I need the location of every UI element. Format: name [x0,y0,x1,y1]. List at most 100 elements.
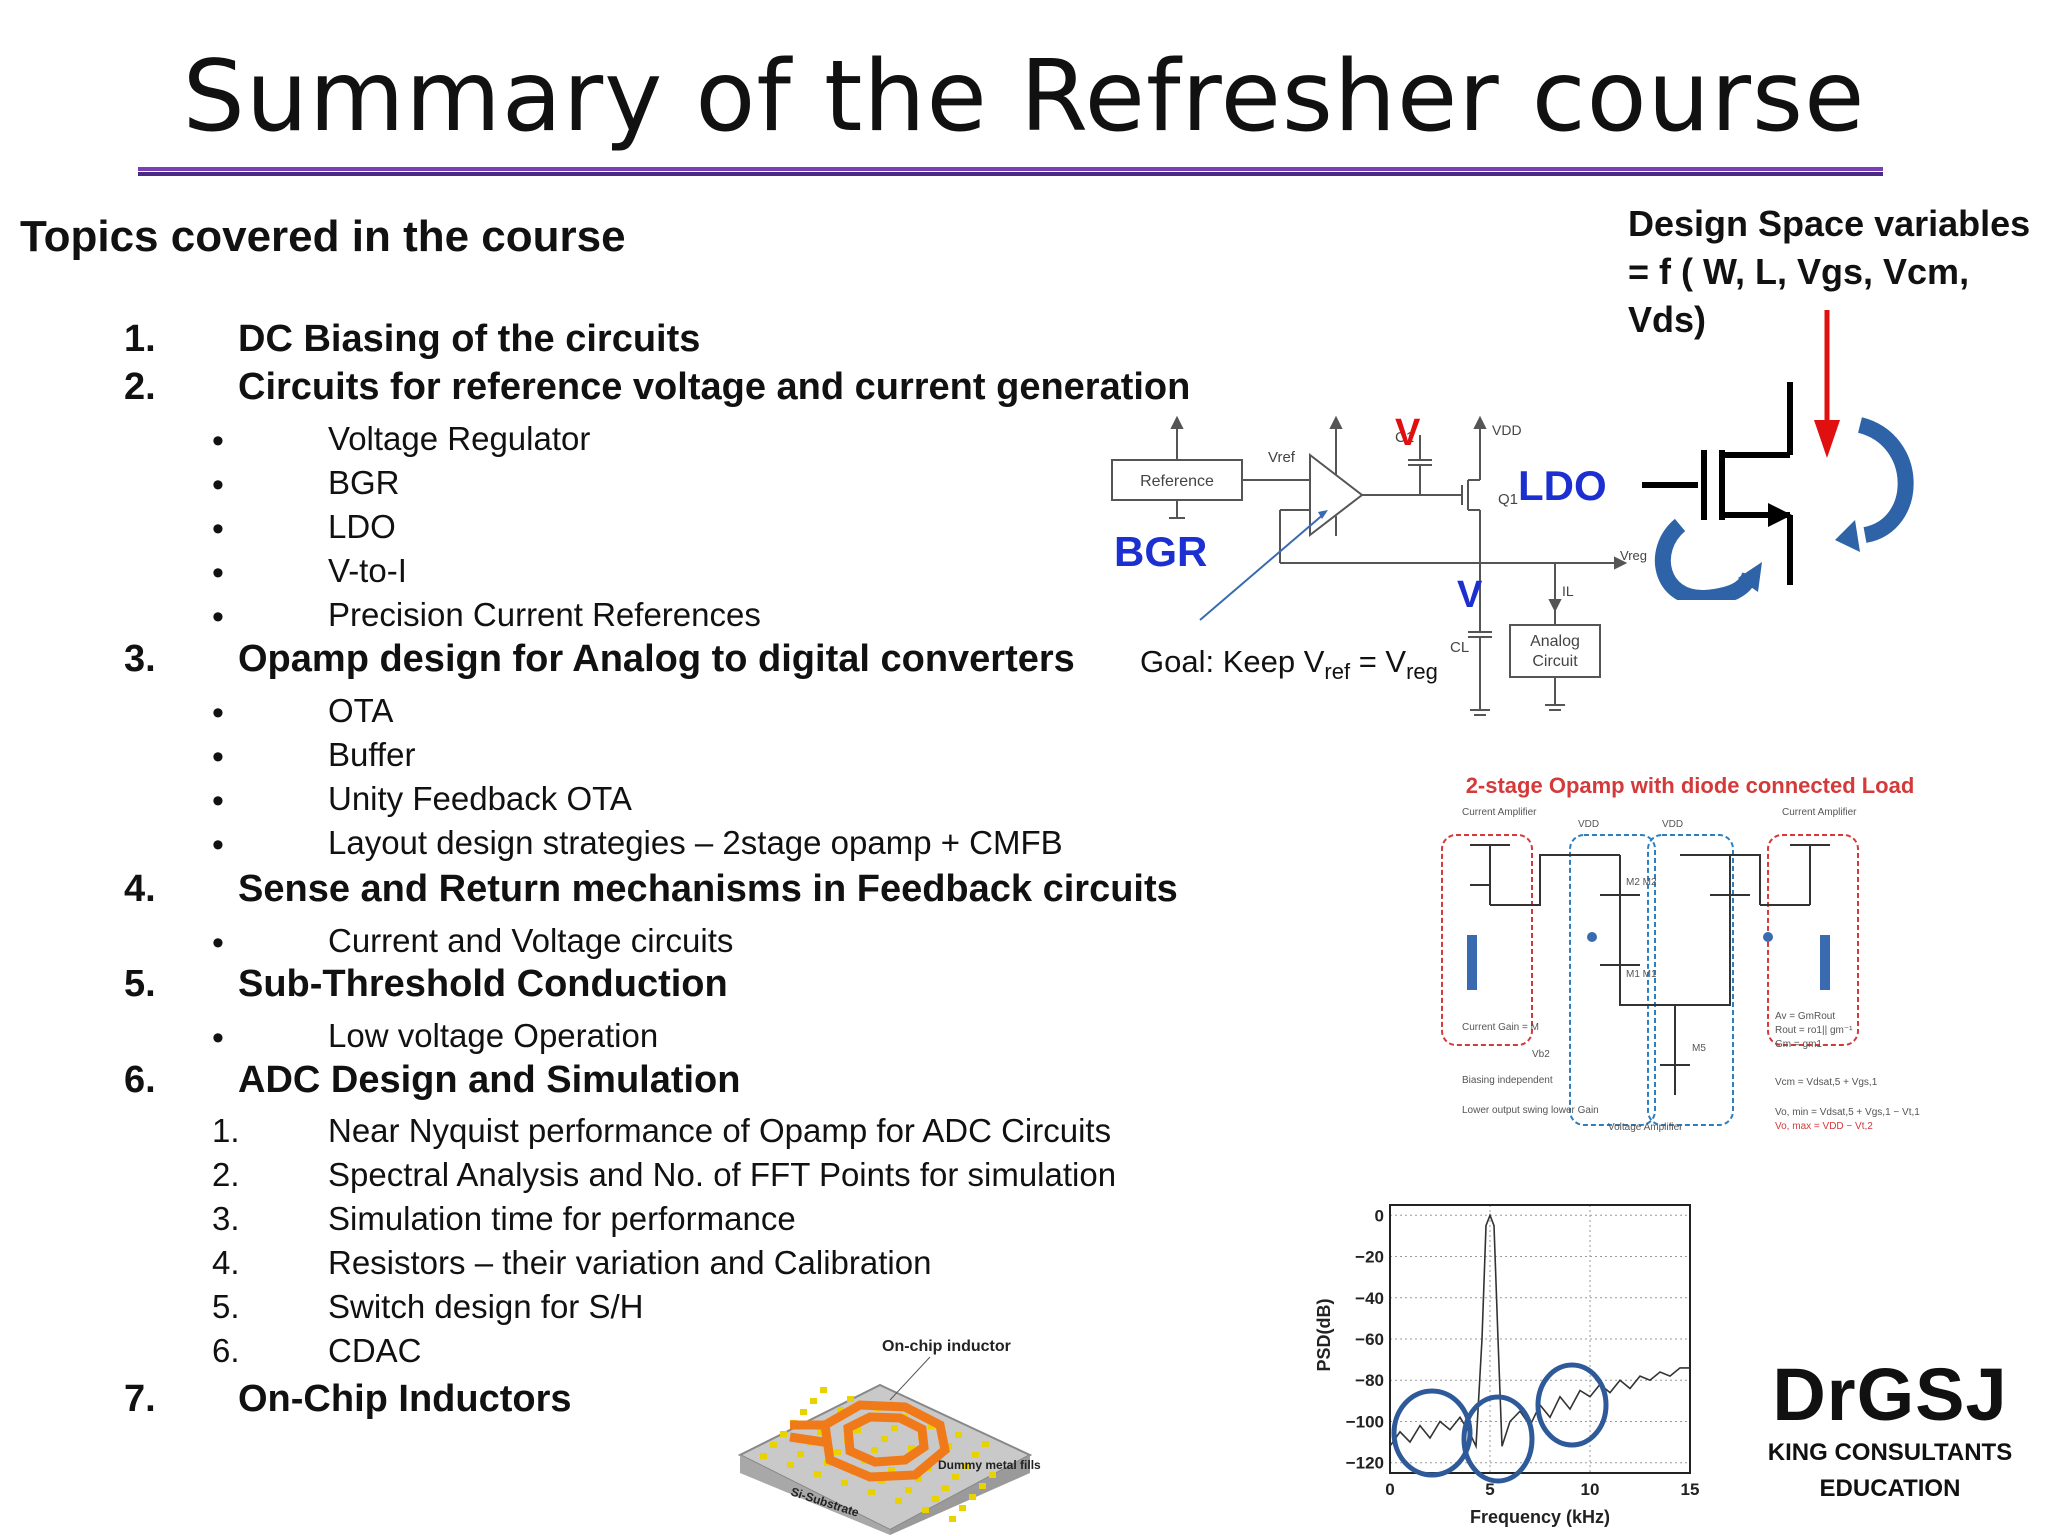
dummy-fill-dot [972,1452,979,1458]
dummy-fill-dot [979,1483,986,1489]
topic-number: 1. [124,318,156,360]
dummy-fill-dot [814,1471,821,1477]
gain-note: Current Gain = M [1462,1022,1539,1033]
logo-line1: KING CONSULTANTS [1767,1439,2013,1466]
subtopic-item: Buffer [328,736,416,773]
subtopic-number: 2. [212,1156,240,1193]
dummy-fill-label: Dummy metal fills [938,1458,1041,1472]
dummy-fill-dot [905,1487,912,1493]
low-swing-note: Lower output swing lower Gain [1462,1105,1599,1116]
subtopic-item: Switch design for S/H [328,1288,644,1325]
bullet-icon: • [212,782,224,820]
dummy-fill-dot [982,1441,989,1447]
design-space-line2: = f ( W, L, Vgs, Vcm, Vds) [1628,251,1970,340]
opamp-figure: 2-stage Opamp with diode connected Load … [1441,773,1920,1133]
dummy-fill-dot [955,1432,962,1438]
vcm-eq: Vcm = Vdsat,5 + Vgs,1 [1775,1077,1878,1088]
curved-arrow-right-icon [1857,417,1914,543]
dummy-fill-dot [952,1474,959,1480]
dummy-fill-dot [908,1445,915,1451]
subtopic-number: 5. [212,1288,240,1325]
dummy-fill-dot [820,1387,827,1393]
topic-number: 5. [124,963,156,1005]
topic-title: DC Biasing of the circuits [238,318,701,360]
logo-line2: EDUCATION [1819,1475,1961,1502]
inductor-figure: On-chip inductor Dummy metal fills Si-Su… [737,1338,1041,1535]
design-space-label: Design Space variables = f ( W, L, Vgs, … [1628,200,2048,344]
v-red-label: V [1395,412,1421,454]
vref-label: Vref [1268,449,1296,466]
y-tick-label: −40 [1355,1289,1384,1308]
topic-title: Sub-Threshold Conduction [238,963,728,1005]
dummy-fill-dot [928,1423,935,1429]
reference-label: Reference [1140,473,1214,490]
subtopic-item: Near Nyquist performance of Opamp for AD… [328,1112,1112,1149]
m2-label: M2 M2 [1626,877,1657,888]
dummy-fill-dot [895,1498,902,1504]
subtopic-item: OTA [328,692,394,729]
subtopic-item: Current and Voltage circuits [328,922,734,959]
ldo-circuit-diagram: Reference Vref C1 VDD Q1 Vreg IL CL Anal… [1111,412,1647,716]
v-blue-label: V [1457,574,1483,616]
bullet-icon: • [212,598,224,636]
subtopic-item: Layout design strategies – 2stage opamp … [328,824,1063,861]
slide-title: Summary of the Refresher course [182,40,1866,154]
topic-number: 4. [124,868,156,910]
dummy-fill-dot [797,1451,804,1457]
x-tick-label: 0 [1385,1480,1394,1499]
dummy-fill-dot [962,1463,969,1469]
y-tick-label: −20 [1355,1248,1384,1267]
dummy-fill-dot [932,1496,939,1502]
topic-title: Sense and Return mechanisms in Feedback … [238,868,1178,910]
subtopic-item: Resistors – their variation and Calibrat… [328,1244,932,1281]
x-tick-label: 5 [1485,1480,1494,1499]
topic-title: Opamp design for Analog to digital conve… [238,638,1075,680]
dummy-fill-dot [989,1472,996,1478]
title-rule [138,167,1883,171]
subtopic-item: Voltage Regulator [328,420,591,457]
y-axis-label: PSD(dB) [1314,1299,1334,1372]
topic-number: 2. [124,366,156,408]
dummy-fill-dot [837,1407,844,1413]
x-tick-label: 10 [1581,1480,1600,1499]
voltage-amp-label: Voltage Amplifier [1608,1122,1683,1133]
topics-heading: Topics covered in the course [20,212,626,261]
bullet-icon: • [212,694,224,732]
subtopic-number: 4. [212,1244,240,1281]
bullet-icon: • [212,466,224,504]
rout-eq: Rout = ro1|| gm⁻¹ [1775,1025,1853,1036]
dummy-fill-dot [817,1429,824,1435]
design-space-line1: Design Space variables [1628,203,2031,244]
spiral-inductor [789,1400,950,1482]
dummy-fill-dot [915,1476,922,1482]
ldo-label: LDO [1518,462,1607,509]
vdd2-label: VDD [1662,819,1683,830]
y-tick-label: −120 [1346,1454,1384,1473]
dummy-fill-dot [888,1467,895,1473]
il-label: IL [1562,583,1574,599]
inductor-title: On-chip inductor [882,1338,1011,1355]
gm-eq: Gm = gm1 [1775,1039,1822,1050]
bullet-icon: • [212,422,224,460]
dummy-fill-dot [868,1489,875,1495]
subtopic-item: Simulation time for performance [328,1200,796,1237]
vomax-eq: Vo, max = VDD − Vt,2 [1775,1121,1873,1132]
goal-label: Goal: Keep Vref = Vreg [1140,644,1438,685]
chart-grid [1389,1205,1691,1473]
y-tick-label: −80 [1355,1371,1384,1390]
vdd-label: VDD [1492,422,1522,438]
bias-note: Biasing independent [1462,1075,1553,1086]
dummy-fill-dot [780,1431,787,1437]
av-eq: Av = GmRout [1775,1011,1835,1022]
x-axis-label: Frequency (kHz) [1470,1507,1610,1527]
subtopic-number: 1. [212,1112,240,1149]
bullet-icon: • [212,1019,224,1057]
dummy-fill-dot [871,1447,878,1453]
brand-logo: DrGSJ KING CONSULTANTS EDUCATION [1765,1355,2015,1507]
current-amp-right: Current Amplifier [1782,807,1857,818]
dummy-fill-dot [969,1494,976,1500]
bullet-icon: • [212,924,224,962]
vdd1-label: VDD [1578,819,1599,830]
